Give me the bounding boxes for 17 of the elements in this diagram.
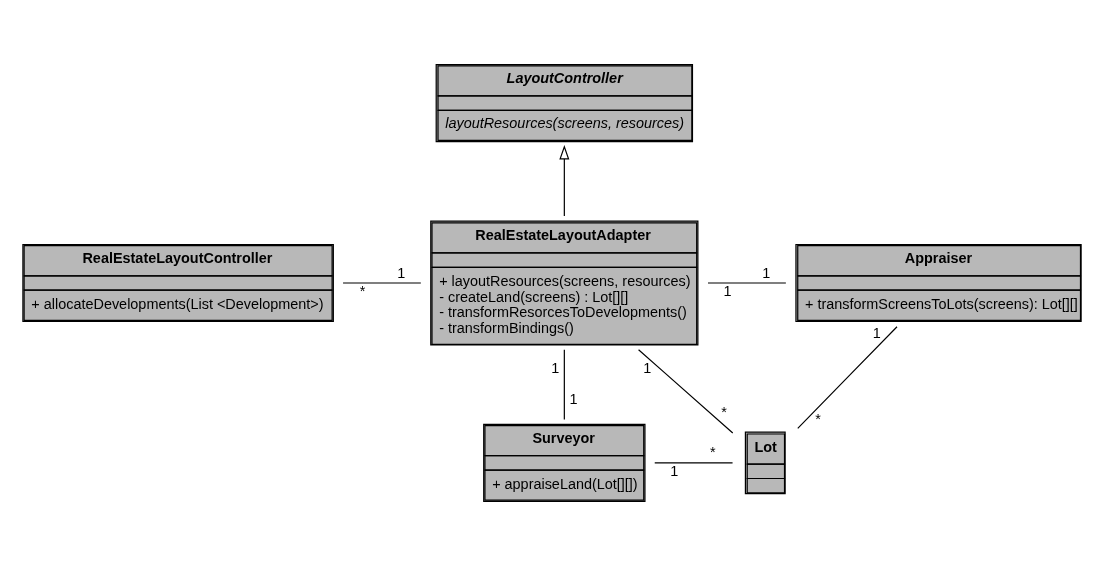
label: 1 [670,462,679,479]
label: * [721,403,727,420]
connector [797,326,898,429]
label: 1 [397,264,406,281]
connector [638,349,734,434]
label: * [359,282,366,299]
arrow [559,145,570,217]
connector [654,462,734,464]
connector [563,349,565,421]
label: 1 [872,325,881,342]
label: 1 [551,360,560,377]
label: 1 [723,282,732,299]
label: 1 [643,360,652,377]
label: 1 [569,390,578,407]
label: 1 [762,264,771,281]
label: * [710,444,716,461]
label: * [815,411,821,428]
